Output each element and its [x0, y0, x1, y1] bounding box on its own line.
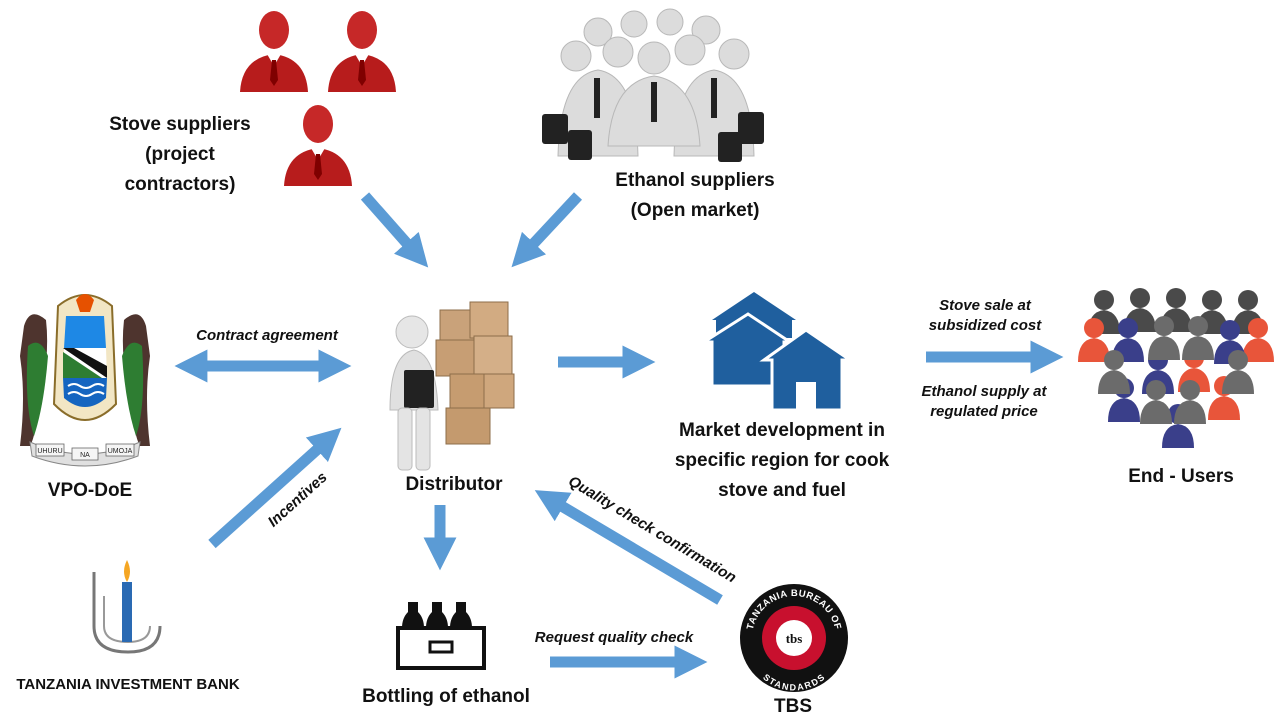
- distributor-label: Distributor: [405, 474, 503, 495]
- stove-suppliers-label: Stove suppliers (project contractors): [109, 114, 251, 195]
- ribbon-na: NA: [80, 452, 90, 459]
- market-development-label: Market development in specific region fo…: [674, 420, 890, 501]
- bottle-crate-icon: [396, 602, 486, 670]
- stove-sale-label: Stove sale at subsidized cost: [928, 297, 1042, 334]
- bottling-label: Bottling of ethanol: [362, 686, 530, 707]
- ribbon-umoja: UMOJA: [108, 448, 133, 455]
- end-users-icon: [1078, 288, 1274, 448]
- tib-logo-text: TANZANIA INVESTMENT BANK: [16, 676, 240, 693]
- ribbon-uhuru: UHURU: [37, 448, 62, 455]
- arrow-stove-to-distributor: [360, 192, 429, 268]
- tbs-logo-icon: tbs TANZANIA BUREAU OF STANDARDS: [740, 584, 848, 692]
- arrow-ethanol-to-distributor: [511, 192, 583, 268]
- vpo-doe-label: VPO-DoE: [47, 480, 133, 501]
- tbs-label: TBS: [774, 696, 812, 717]
- contract-agreement-label: Contract agreement: [196, 327, 338, 344]
- tib-logo-icon: [92, 560, 162, 654]
- ethanol-suppliers-icon: [542, 8, 764, 162]
- ethanol-supply-label: Ethanol supply at regulated price: [921, 383, 1047, 420]
- ethanol-suppliers-label: Ethanol suppliers (Open market): [615, 170, 775, 221]
- tbs-center-text: tbs: [786, 631, 803, 646]
- houses-icon: [704, 292, 854, 412]
- distributor-icon: [389, 301, 515, 471]
- arrow-quality-confirmation: [534, 490, 723, 605]
- arrow-incentives: [208, 427, 342, 549]
- coat-of-arms-icon: UHURU NA UMOJA: [20, 294, 150, 467]
- request-quality-label: Request quality check: [534, 629, 694, 646]
- end-users-label: End - Users: [1128, 466, 1234, 487]
